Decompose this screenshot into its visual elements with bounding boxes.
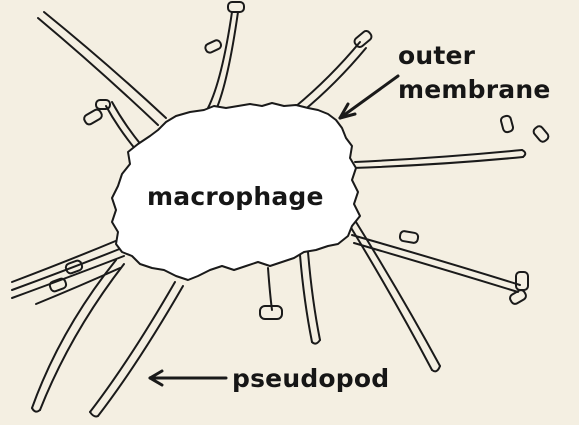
membrane-arrow: [340, 76, 398, 118]
macrophage-label: macrophage: [147, 182, 324, 211]
outer-membrane-label-line1: outer: [398, 41, 475, 70]
pseudopod-bottom-left: [32, 260, 124, 412]
pseudopod-lower-right: [350, 222, 528, 371]
bacterium: [204, 39, 222, 54]
pseudopod-label: pseudopod: [232, 364, 389, 393]
bacterium: [353, 29, 373, 48]
bacterium: [83, 108, 104, 126]
pseudopod-bottom-right-center: [300, 252, 320, 344]
pseudopod-top: [204, 2, 244, 110]
bacterium: [49, 278, 67, 293]
bacterium: [509, 289, 528, 306]
pseudopod-bottom-center: [260, 268, 282, 319]
bacterium: [228, 2, 244, 12]
bacterium: [516, 272, 528, 290]
bacterium: [96, 100, 110, 109]
pseudopod-upper-right: [295, 29, 373, 112]
pseudopod-bottom-center-left: [90, 282, 183, 417]
pseudopod-left-short: [83, 100, 142, 150]
pseudopod-right: [352, 150, 525, 168]
bacterium: [399, 231, 418, 244]
outer-membrane-label-line2: membrane: [398, 75, 551, 104]
free-bacteria: [500, 115, 550, 143]
